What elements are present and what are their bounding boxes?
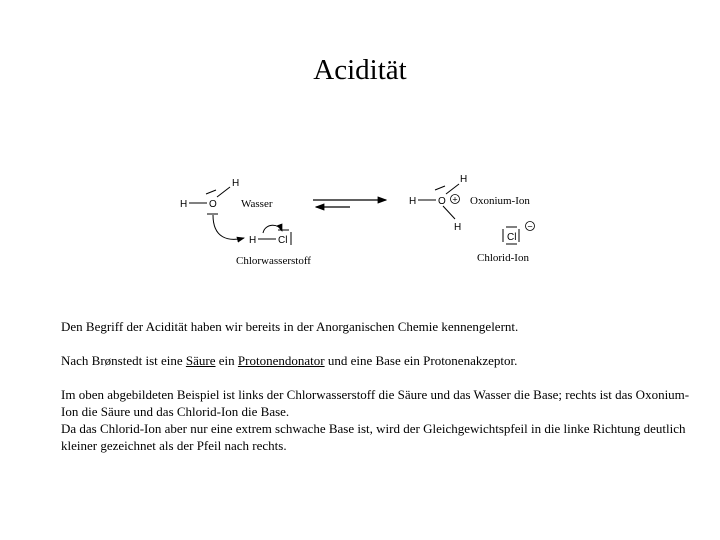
reaction-scheme: H H O Wasser H Cl Chlorwasserstoff H H O… xyxy=(180,174,535,267)
paragraph-intro: Den Begriff der Acidität haben wir berei… xyxy=(61,319,519,334)
slide-title: Acidität xyxy=(313,54,407,86)
oxonium-lone-pair xyxy=(434,185,446,191)
water-lone-pair-top xyxy=(205,189,217,195)
bronsted-text-end: und eine Base ein Protonenakzeptor. xyxy=(324,353,518,368)
oxonium-ion: H H O + H Oxonium-Ion xyxy=(409,174,530,233)
water-label: Wasser xyxy=(241,198,273,210)
paragraph-equilibrium: Da das Chlorid-Ion aber nur eine extrem … xyxy=(61,421,686,453)
chloride-minus-charge: − xyxy=(527,222,532,232)
explanation-text: Den Begriff der Acidität haben wir berei… xyxy=(61,318,701,454)
water-molecule: H H O Wasser xyxy=(180,178,273,215)
oxonium-h-left: H xyxy=(409,196,416,207)
hcl-molecule: H Cl Chlorwasserstoff xyxy=(236,223,311,267)
oxonium-bond-bottom xyxy=(442,205,456,220)
water-oh-bond-top xyxy=(216,186,231,198)
chloride-label: Chlorid-Ion xyxy=(477,252,529,264)
attack-arrow xyxy=(212,214,245,243)
oxonium-bond-top xyxy=(445,183,460,195)
oxonium-oxygen: O xyxy=(438,196,446,207)
bronsted-text-mid: ein xyxy=(215,353,238,368)
water-oxygen: O xyxy=(209,199,217,210)
hcl-h: H xyxy=(249,235,256,246)
bronsted-text-start: Nach Brønstedt ist eine xyxy=(61,353,186,368)
oxonium-label: Oxonium-Ion xyxy=(470,195,530,207)
chloride-chlorine: Cl xyxy=(507,232,516,243)
chloride-charge-circle xyxy=(525,221,535,231)
bond-cleavage-arrow xyxy=(262,223,283,234)
oxonium-charge-circle xyxy=(450,194,460,204)
paragraph-example: Im oben abgebildeten Beispiel ist links … xyxy=(61,387,690,419)
chloride-ion: Cl − Chlorid-Ion xyxy=(477,221,535,264)
water-h-top: H xyxy=(232,178,239,189)
hcl-chlorine: Cl xyxy=(278,235,287,246)
link-protonendonator[interactable]: Protonendonator xyxy=(237,353,325,368)
link-saeure[interactable]: Säure xyxy=(185,353,216,368)
paragraph-bronsted: Nach Brønstedt ist eine Säure ein Proton… xyxy=(61,352,701,369)
oxonium-h-top: H xyxy=(460,174,467,185)
oxonium-h-bottom: H xyxy=(454,222,461,233)
water-h-left: H xyxy=(180,199,187,210)
oxonium-plus-charge: + xyxy=(452,195,457,205)
hcl-label: Chlorwasserstoff xyxy=(236,255,311,267)
